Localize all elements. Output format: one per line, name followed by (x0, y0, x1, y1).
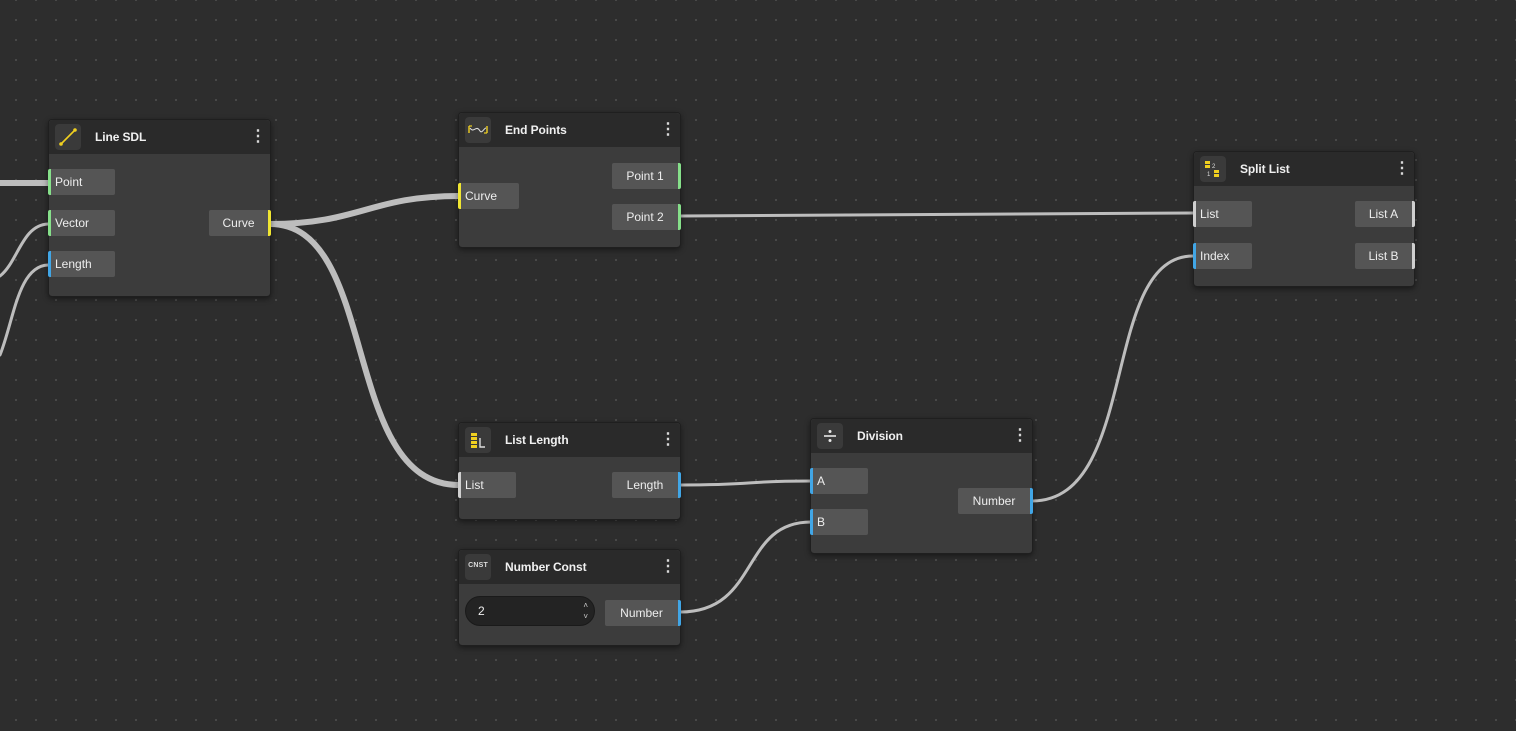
wire-left-to-vector (0, 222, 50, 278)
output-port-list-a[interactable]: List A (1355, 201, 1415, 227)
node-header[interactable]: Division ⋮ (811, 419, 1032, 453)
node-split-list[interactable]: 2 1 Split List ⋮ List Index List A List … (1193, 151, 1415, 287)
output-port-list-b[interactable]: List B (1355, 243, 1415, 269)
node-title: List Length (505, 433, 569, 447)
svg-text:2: 2 (1212, 164, 1216, 170)
input-port-list[interactable]: List (458, 472, 516, 498)
input-port-list[interactable]: List (1193, 201, 1252, 227)
output-port-number[interactable]: Number (958, 488, 1033, 514)
output-port-number[interactable]: Number (605, 600, 681, 626)
input-port-index[interactable]: Index (1193, 243, 1252, 269)
node-menu-icon[interactable]: ⋮ (250, 128, 266, 145)
node-header[interactable]: CNST Number Const ⋮ (459, 550, 680, 584)
number-input-value[interactable]: 2 (478, 604, 485, 618)
division-icon (817, 423, 843, 449)
end-points-icon (465, 117, 491, 143)
node-title: Division (857, 429, 903, 443)
node-menu-icon[interactable]: ⋮ (660, 431, 676, 448)
input-port-length[interactable]: Length (48, 251, 115, 277)
node-header[interactable]: List Length ⋮ (459, 423, 680, 457)
node-number-const[interactable]: CNST Number Const ⋮ 2 ˄ ˅ Number (458, 549, 681, 646)
wire-number-to-b (678, 520, 813, 614)
node-menu-icon[interactable]: ⋮ (1394, 160, 1410, 177)
wire-curve-to-endpoints (267, 193, 462, 227)
node-menu-icon[interactable]: ⋮ (1012, 427, 1028, 444)
input-port-point[interactable]: Point (48, 169, 115, 195)
number-input[interactable]: 2 ˄ ˅ (465, 596, 595, 626)
split-list-icon: 2 1 (1200, 156, 1226, 182)
cnst-icon: CNST (465, 554, 491, 580)
node-end-points[interactable]: End Points ⋮ Curve Point 1 Point 2 (458, 112, 681, 248)
input-port-b[interactable]: B (810, 509, 868, 535)
line-sdl-icon (55, 124, 81, 150)
output-port-length[interactable]: Length (612, 472, 681, 498)
input-port-curve[interactable]: Curve (458, 183, 519, 209)
output-port-point-1[interactable]: Point 1 (612, 163, 681, 189)
list-length-icon (465, 427, 491, 453)
node-title: Number Const (505, 560, 587, 574)
node-list-length[interactable]: List Length ⋮ List Length (458, 422, 681, 520)
svg-text:1: 1 (1207, 172, 1211, 178)
spin-down-icon[interactable]: ˅ (583, 612, 588, 621)
node-line-sdl[interactable]: Line SDL ⋮ Point Vector Length Curve (48, 119, 271, 297)
node-header[interactable]: 2 1 Split List ⋮ (1194, 152, 1414, 186)
node-header[interactable]: Line SDL ⋮ (49, 120, 270, 154)
wire-length-to-a (678, 479, 813, 487)
node-division[interactable]: Division ⋮ A B Number (810, 418, 1033, 554)
node-menu-icon[interactable]: ⋮ (660, 558, 676, 575)
spin-up-icon[interactable]: ˄ (583, 601, 588, 610)
node-menu-icon[interactable]: ⋮ (660, 121, 676, 138)
node-title: Split List (1240, 162, 1290, 176)
node-title: Line SDL (95, 130, 147, 144)
output-port-point-2[interactable]: Point 2 (612, 204, 681, 230)
node-title: End Points (505, 123, 567, 137)
wire-curve-to-listlength (267, 221, 462, 488)
input-port-vector[interactable]: Vector (48, 210, 115, 236)
cnst-icon-label: CNST (468, 562, 488, 569)
wire-number-to-index (1030, 254, 1195, 503)
wire-left-to-length (0, 263, 50, 357)
input-port-a[interactable]: A (810, 468, 868, 494)
node-header[interactable]: End Points ⋮ (459, 113, 680, 147)
output-port-curve[interactable]: Curve (209, 210, 271, 236)
wire-point2-to-list (678, 211, 1195, 218)
